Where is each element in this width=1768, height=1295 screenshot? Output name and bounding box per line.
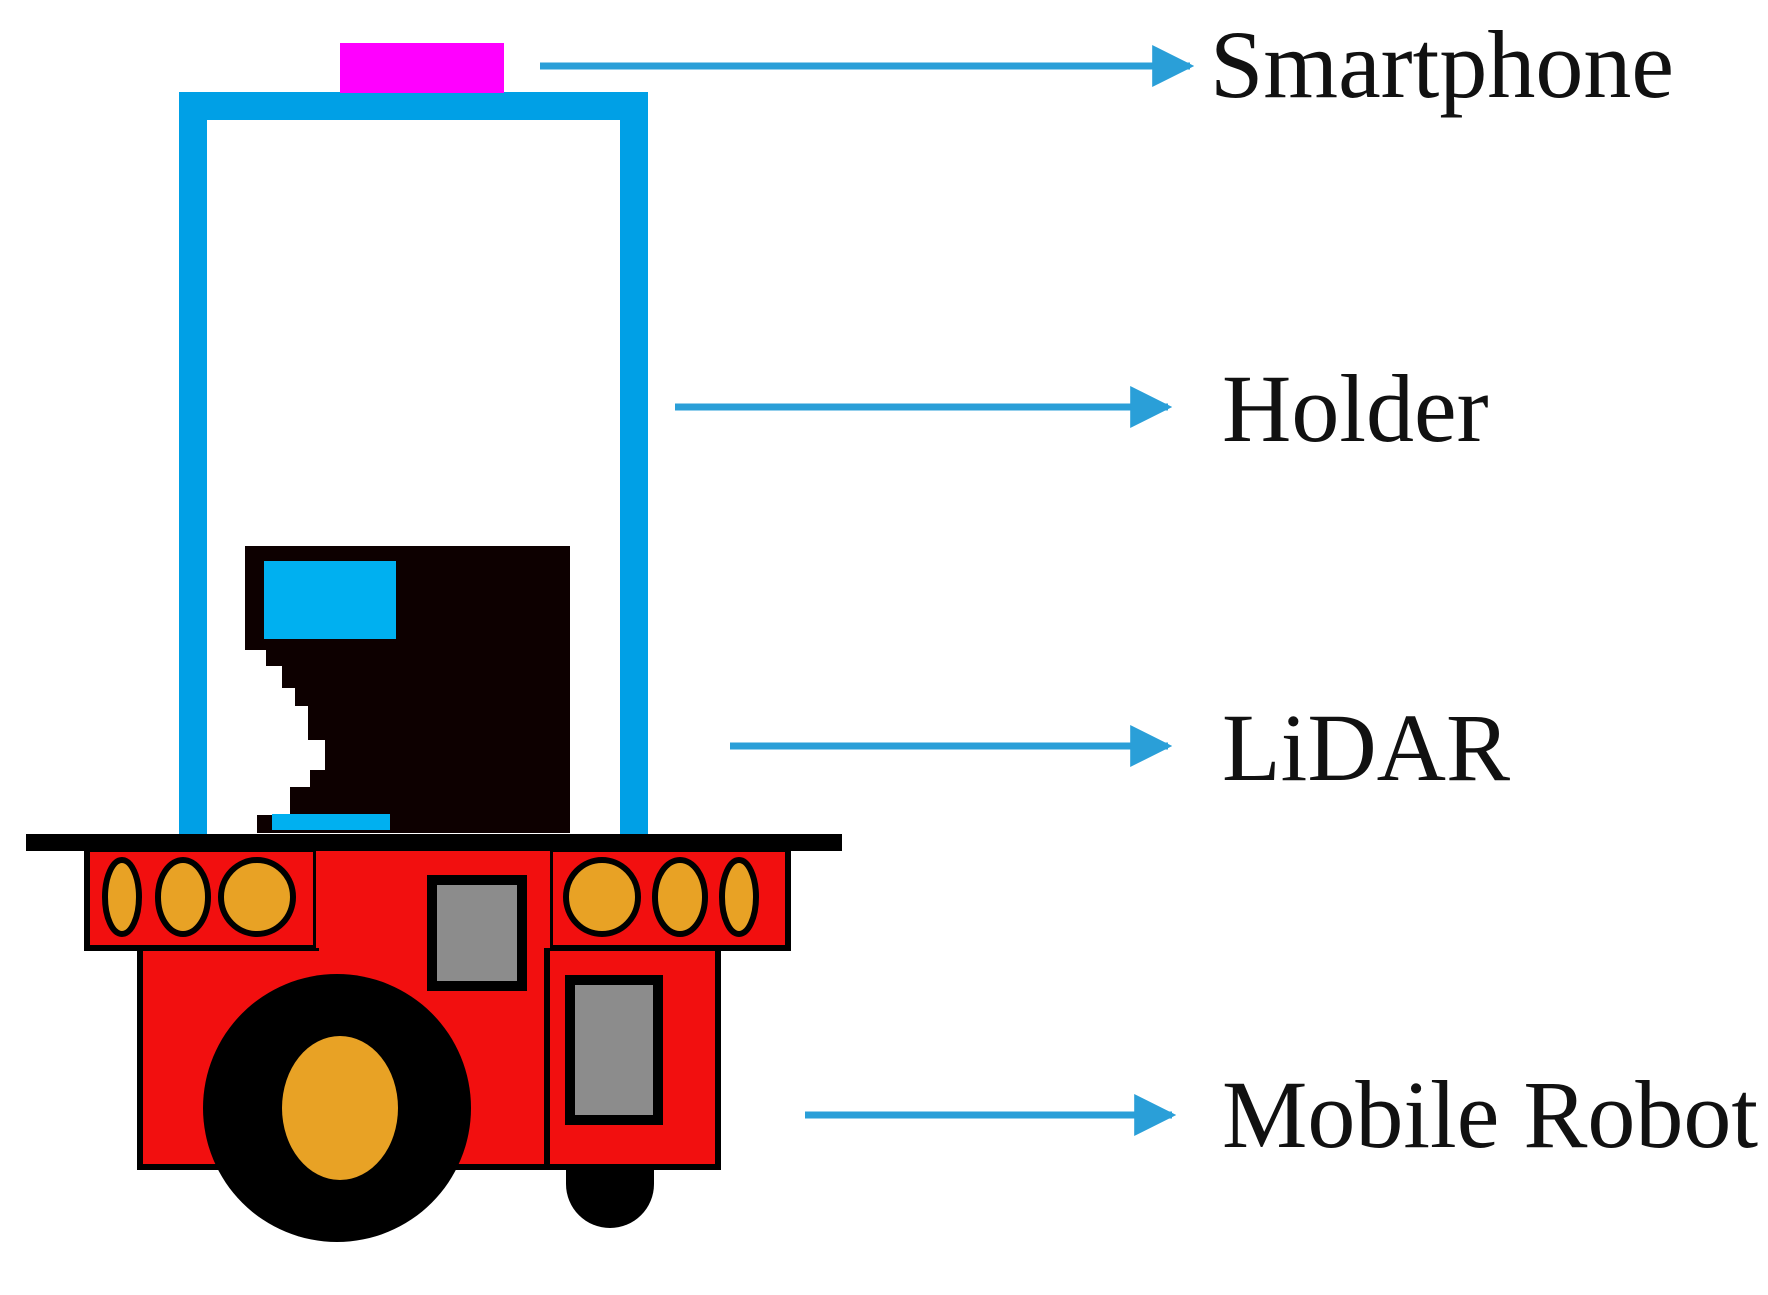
- lidar-icon: [245, 546, 570, 833]
- light-icon: [102, 857, 142, 937]
- lidar-window: [264, 561, 396, 639]
- smartphone-icon: [340, 43, 504, 93]
- light-icon: [155, 857, 211, 937]
- caster-wheel-icon: [566, 1167, 654, 1228]
- light-icon: [719, 857, 759, 937]
- light-icon: [563, 857, 641, 937]
- mobile-robot-icon: [26, 834, 842, 1242]
- lidar-base-strip: [272, 814, 390, 830]
- label-lidar: LiDAR: [1222, 694, 1510, 801]
- label-mobile-robot: Mobile Robot: [1222, 1061, 1758, 1168]
- light-icon: [218, 857, 296, 937]
- wheel-hub-icon: [282, 1036, 398, 1180]
- holder-frame: [179, 92, 648, 835]
- grey-panel: [565, 975, 663, 1125]
- grey-panel: [427, 875, 527, 991]
- label-smartphone: Smartphone: [1210, 11, 1674, 118]
- light-icon: [652, 857, 708, 937]
- label-holder: Holder: [1222, 355, 1489, 462]
